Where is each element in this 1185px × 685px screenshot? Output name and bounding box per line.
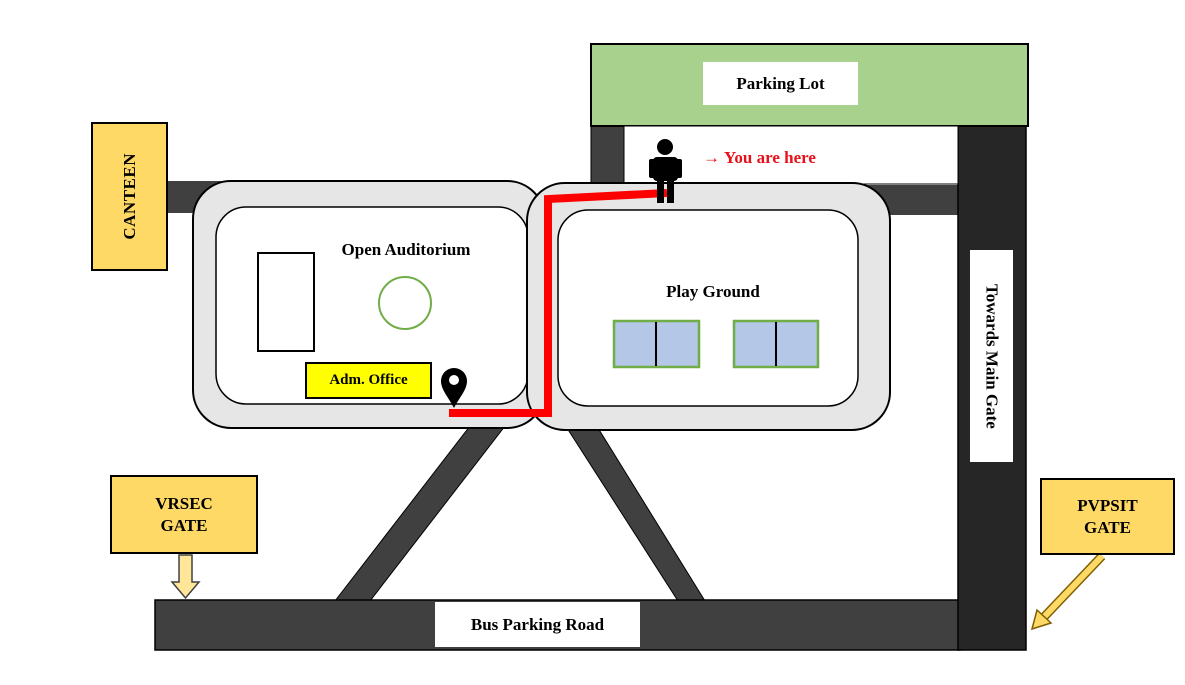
west-diagonal-road bbox=[333, 425, 507, 602]
you-are-here-text: You are here bbox=[724, 148, 816, 167]
pvpsit-gate-line2: GATE bbox=[1084, 517, 1131, 537]
playground-inner bbox=[557, 209, 859, 407]
fountain-circle bbox=[378, 276, 432, 330]
pvpsit-gate-line1: PVPSIT bbox=[1077, 495, 1138, 515]
map-pin-icon bbox=[441, 368, 467, 408]
canteen-label: CANTEEN bbox=[91, 122, 168, 271]
parking-lot-label: Parking Lot bbox=[703, 62, 858, 105]
vrsec-gate-line1: VRSEC bbox=[155, 493, 213, 513]
adm-office-label: Adm. Office bbox=[305, 362, 432, 399]
vrsec-gate-line2: GATE bbox=[160, 515, 208, 535]
towards-main-gate-label: Towards Main Gate bbox=[970, 250, 1013, 462]
east-diagonal-road bbox=[566, 427, 706, 602]
pvpsit-arrow-icon bbox=[1030, 552, 1106, 631]
pvpsit-gate-label: PVPSIT GATE bbox=[1040, 478, 1175, 555]
play-ground-label: Play Ground bbox=[666, 282, 760, 301]
stage-outline bbox=[257, 252, 315, 352]
vrsec-gate-label: VRSEC GATE bbox=[110, 475, 258, 554]
person-icon bbox=[649, 139, 682, 203]
bus-parking-road-label: Bus Parking Road bbox=[435, 602, 640, 647]
arrow-right-icon: → bbox=[703, 148, 720, 167]
open-auditorium-label: Open Auditorium bbox=[341, 240, 471, 259]
arrow-down-icon bbox=[170, 554, 201, 600]
you-are-here-label: → You are here bbox=[703, 146, 816, 170]
route-path bbox=[449, 189, 668, 417]
